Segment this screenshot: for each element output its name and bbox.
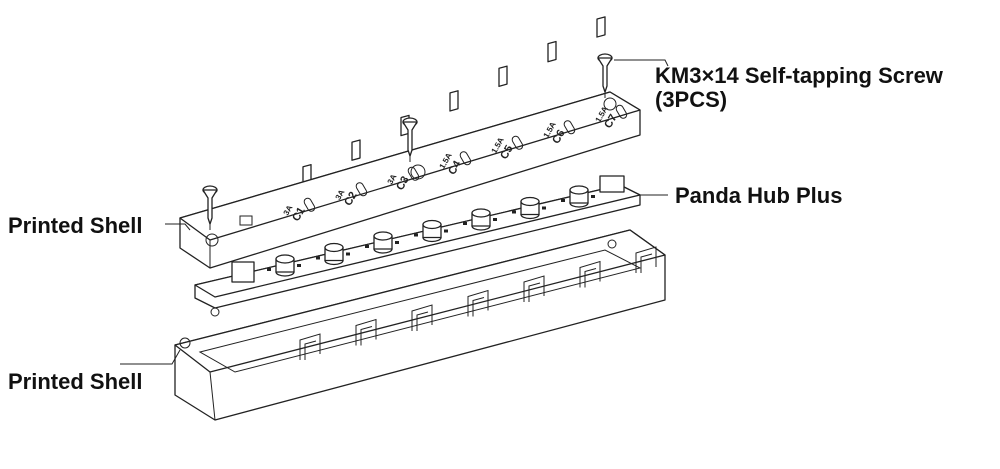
shell-rib xyxy=(579,260,601,288)
screw-quantity-label: (3PCS) xyxy=(655,87,728,112)
bottom-printed-shell xyxy=(174,229,666,421)
shell-rib xyxy=(635,246,657,273)
screw-label: KM3×14 Self-tapping Screw xyxy=(655,63,943,88)
channel-slot xyxy=(303,197,316,212)
inductor xyxy=(498,65,508,87)
self-tapping-screw xyxy=(202,185,218,230)
screws xyxy=(202,53,613,230)
panda-hub-plus-pcb xyxy=(194,16,641,309)
leader-lines xyxy=(120,59,669,365)
bottom-shell-label: Printed Shell xyxy=(8,369,143,394)
shell-rib xyxy=(355,318,377,346)
top-shell-label: Printed Shell xyxy=(8,213,143,238)
channel-slot xyxy=(459,151,472,166)
inductor xyxy=(449,90,459,112)
self-tapping-screw xyxy=(597,53,613,98)
self-tapping-screw xyxy=(402,117,418,162)
shell-rib xyxy=(411,304,433,331)
channel-slot xyxy=(511,135,524,150)
inductor xyxy=(351,139,361,161)
channel-slot xyxy=(615,104,628,119)
inductor xyxy=(596,16,606,38)
channel-slot xyxy=(355,182,368,197)
shell-rib xyxy=(299,333,321,360)
shell-rib xyxy=(467,289,489,317)
channel-slot xyxy=(563,120,576,135)
hub-label: Panda Hub Plus xyxy=(675,183,843,208)
shell-rib xyxy=(523,275,545,302)
inductor xyxy=(547,40,557,63)
channel-slot xyxy=(407,166,420,181)
